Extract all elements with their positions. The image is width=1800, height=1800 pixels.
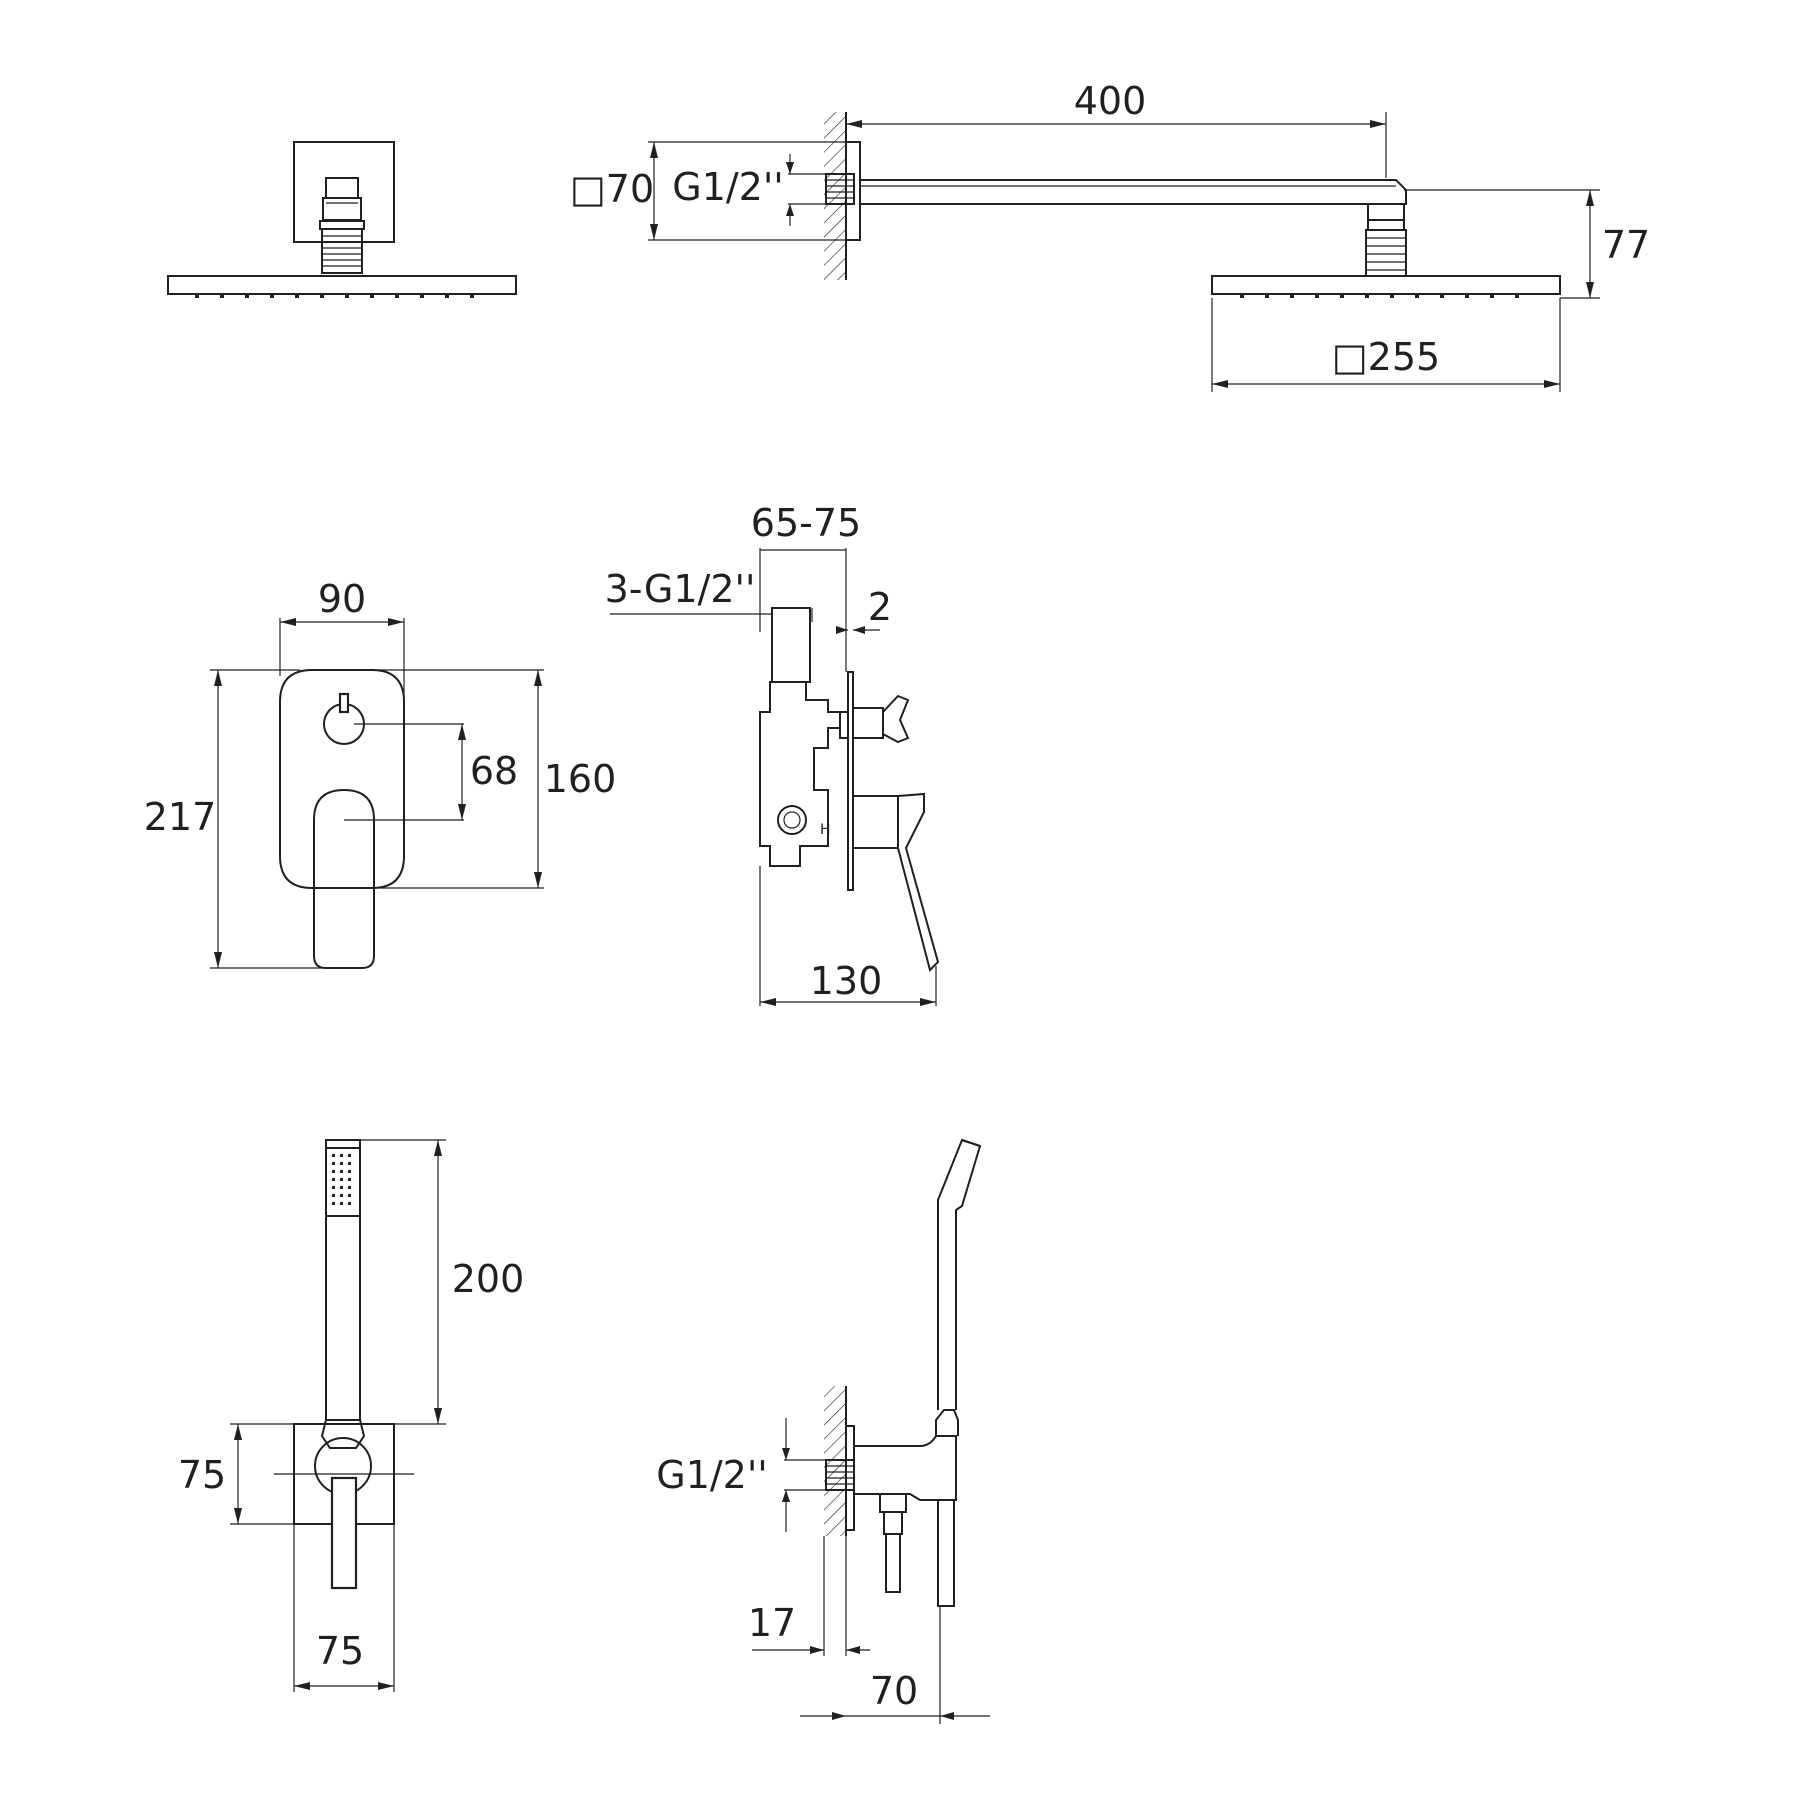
dim-head-side-arm-square: □70 [570, 167, 654, 211]
dim-head-side-length: 400 [1074, 79, 1147, 123]
mixer-side-view: H 65-75 3-G1/2'' 2 130 [605, 501, 940, 1006]
mixer-front-view: 90 68 160 217 [144, 577, 617, 969]
dim-head-side-thread: G1/2'' [672, 165, 784, 209]
dim-hand-side-wall-offset: 17 [748, 1601, 796, 1645]
dim-hand-front-length: 200 [452, 1257, 525, 1301]
hand-shower-side-view: G1/2'' 17 70 [656, 1138, 990, 1724]
dim-head-side-height: 77 [1602, 223, 1650, 267]
dim-mixer-side-plate: 2 [868, 585, 892, 629]
dim-mixer-front-axis: 68 [470, 749, 518, 793]
svg-text:H: H [820, 822, 831, 838]
dim-head-side-square: □255 [1332, 335, 1440, 379]
dim-mixer-side-depth: 65-75 [751, 501, 861, 545]
head-shower-side-view: 400 □70 G1/2'' 77 □255 [570, 79, 1650, 392]
dim-mixer-front-plate-height: 160 [544, 757, 617, 801]
dim-mixer-side-total: 130 [810, 959, 883, 1003]
dim-mixer-side-connections: 3-G1/2'' [605, 567, 756, 611]
head-shower-front-view [167, 141, 517, 298]
wall-hatch [824, 112, 846, 280]
dim-hand-front-block-width: 75 [316, 1629, 364, 1673]
dim-mixer-front-total-height: 217 [144, 795, 217, 839]
dim-hand-side-projection: 70 [870, 1669, 918, 1713]
dim-mixer-front-width: 90 [318, 577, 366, 621]
dim-hand-front-block-height: 75 [178, 1453, 226, 1497]
dim-hand-side-thread: G1/2'' [656, 1453, 768, 1497]
hand-shower-front-view: 200 75 75 [178, 1139, 525, 1692]
